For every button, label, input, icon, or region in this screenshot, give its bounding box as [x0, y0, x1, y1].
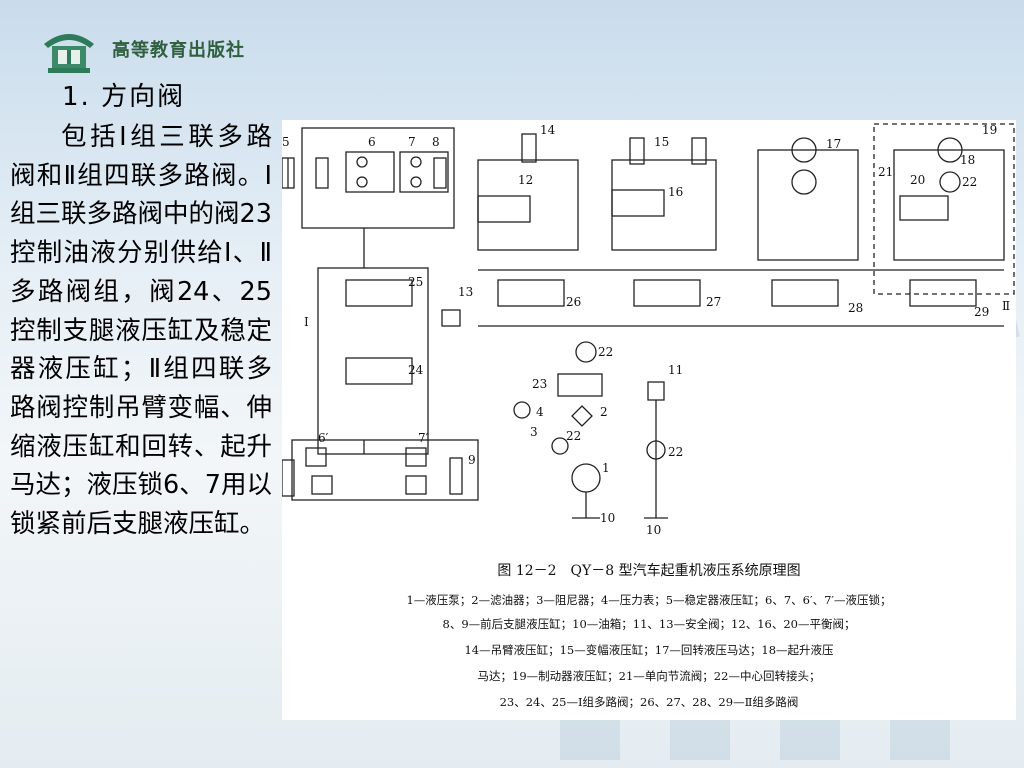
legend-line: 23、24、25—Ⅰ组多路阀；26、27、28、29—Ⅱ组多路阀: [499, 695, 799, 709]
label-7p: 7′: [418, 431, 429, 445]
label-22b: 22: [598, 345, 613, 359]
label-10a: 10: [600, 511, 615, 525]
label-22a: 22: [962, 175, 977, 189]
publisher-name: 高等教育出版社: [112, 40, 245, 61]
label-9: 9: [468, 453, 476, 467]
publisher-logo-icon: [44, 34, 94, 73]
label-6p: 6′: [318, 431, 329, 445]
label-25: 25: [408, 275, 423, 289]
label-group-II: Ⅱ: [1002, 299, 1010, 313]
figure-caption: 图 12－2 QY－8 型汽车起重机液压系统原理图: [497, 563, 801, 579]
label-22c: 22: [566, 429, 581, 443]
legend-line: 14—吊臂液压缸；15—变幅液压缸；17—回转液压马达；18—起升液压: [464, 643, 834, 657]
legend-line: 8、9—前后支腿液压缸；10—油箱；11、13—安全阀；12、16、20—平衡阀…: [442, 617, 856, 631]
label-7: 7: [408, 135, 416, 149]
label-23: 23: [532, 377, 547, 391]
label-14: 14: [540, 123, 556, 137]
label-26: 26: [566, 295, 581, 309]
label-27: 27: [706, 295, 721, 309]
label-3: 3: [530, 425, 538, 439]
label-19: 19: [982, 123, 997, 137]
label-21: 21: [878, 165, 893, 179]
label-28: 28: [848, 301, 863, 315]
label-10b: 10: [646, 523, 661, 537]
label-16: 16: [668, 185, 683, 199]
label-13: 13: [458, 285, 473, 299]
label-17: 17: [826, 137, 841, 151]
label-8: 8: [432, 135, 440, 149]
label-22d: 22: [668, 445, 683, 459]
body-text: 包括Ⅰ组三联多路阀和Ⅱ组四联多路阀。Ⅰ组三联多路阀中的阀23控制油液分别供给Ⅰ、…: [10, 122, 272, 540]
legend-line: 马达；19—制动器液压缸；21—单向节流阀；22—中心回转接头；: [477, 669, 821, 683]
label-24: 24: [408, 363, 424, 377]
label-4: 4: [536, 405, 544, 419]
label-15: 15: [654, 135, 669, 149]
hydraulic-diagram: 5 6 7 8 14 12 15 16 17 21 19 18 20 22 25…: [282, 120, 1016, 720]
label-2: 2: [600, 405, 608, 419]
label-1: 1: [602, 461, 610, 475]
legend-line: 1—液压泵；2—滤油器；3—阻尼器；4—压力表；5—稳定器液压缸；6、7、6′、…: [406, 593, 892, 607]
section-title: 1. 方向阀: [62, 82, 186, 112]
label-5: 5: [282, 135, 290, 149]
label-18: 18: [960, 153, 975, 167]
label-29: 29: [974, 305, 989, 319]
label-20: 20: [910, 173, 925, 187]
label-11: 11: [668, 363, 683, 377]
hydraulic-schematic: 5 6 7 8 14 12 15 16 17 21 19 18 20 22 25…: [282, 123, 1015, 537]
label-6: 6: [368, 135, 376, 149]
label-12: 12: [518, 173, 533, 187]
label-group-I: Ⅰ: [304, 315, 309, 329]
